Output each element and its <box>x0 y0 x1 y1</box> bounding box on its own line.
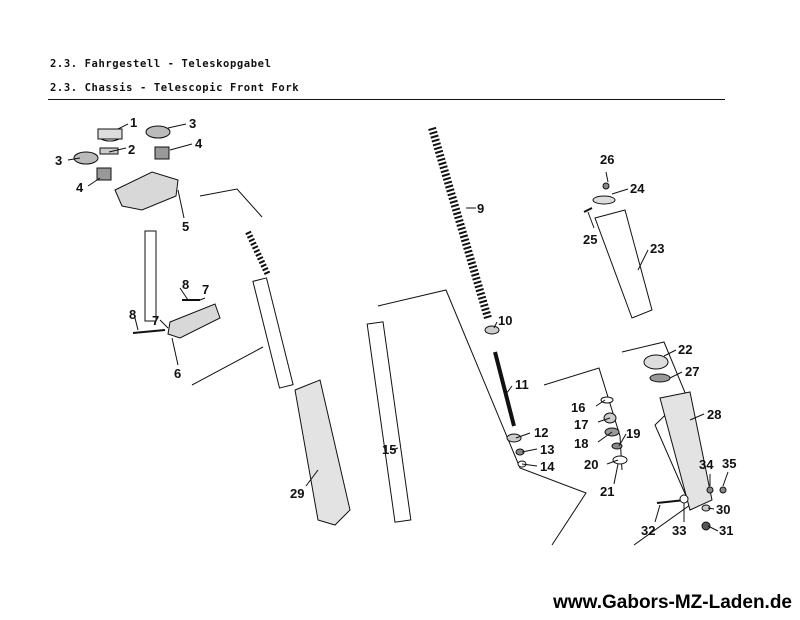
label-part-20: 20 <box>584 457 598 472</box>
part-leg-28 <box>659 391 713 511</box>
part-tube-15 <box>366 321 412 523</box>
label-part-11: 11 <box>515 377 529 392</box>
label-part-8-left: 8 <box>129 307 136 322</box>
label-part-18: 18 <box>574 436 588 451</box>
part-nut-4-left <box>96 167 112 181</box>
label-part-5: 5 <box>182 219 189 234</box>
gaiter-assembly <box>583 182 727 531</box>
page-title-german: 2.3. Fahrgestell - Teleskopgabel <box>50 58 272 70</box>
label-part-3-left: 3 <box>55 153 62 168</box>
part-labels: 1 2 3 3 4 4 5 6 7 7 8 8 9 10 11 12 13 14… <box>55 115 736 538</box>
damper-assembly <box>366 126 527 523</box>
label-part-14: 14 <box>540 459 555 474</box>
label-part-7-upper: 7 <box>202 282 209 297</box>
label-part-32: 32 <box>641 523 655 538</box>
label-part-1: 1 <box>130 115 137 130</box>
part-plate-3-left <box>73 151 99 165</box>
part-20 <box>612 455 628 465</box>
label-part-4-left: 4 <box>76 180 84 195</box>
part-27 <box>649 373 671 383</box>
part-26 <box>602 182 610 190</box>
label-part-23: 23 <box>650 241 664 256</box>
leader-lines <box>67 123 729 532</box>
page-title-english: 2.3. Chassis - Telescopic Front Fork <box>50 82 300 94</box>
label-part-2: 2 <box>128 142 135 157</box>
part-plate-3-right <box>145 125 171 139</box>
header-divider <box>48 99 725 100</box>
part-rod-11 <box>493 351 516 427</box>
website-watermark: www.Gabors-MZ-Laden.de <box>553 592 792 613</box>
part-lower-clamp-6 <box>167 303 221 339</box>
label-part-13: 13 <box>540 442 554 457</box>
label-part-26: 26 <box>600 152 614 167</box>
label-part-12: 12 <box>534 425 548 440</box>
part-22 <box>643 354 669 370</box>
label-part-22: 22 <box>678 342 692 357</box>
part-stanchion <box>252 277 294 389</box>
part-nut-4-right <box>154 146 170 160</box>
part-spring-upper <box>245 230 271 277</box>
label-part-6: 6 <box>174 366 181 381</box>
part-33 <box>679 494 689 504</box>
fork-leg-29 <box>245 230 351 526</box>
label-part-17: 17 <box>574 417 588 432</box>
label-part-10: 10 <box>498 313 512 328</box>
part-35 <box>719 486 727 494</box>
label-part-27: 27 <box>685 364 699 379</box>
part-spring-9 <box>428 126 492 320</box>
part-bolt-8 <box>132 329 166 334</box>
part-31 <box>701 521 711 531</box>
part-cap-1-body <box>97 128 123 140</box>
label-part-33: 33 <box>672 523 686 538</box>
upper-clamp-assembly <box>73 125 221 339</box>
label-part-30: 30 <box>716 502 730 517</box>
label-part-8-upper: 8 <box>182 277 189 292</box>
label-part-24: 24 <box>630 181 645 196</box>
group-outline-spring <box>377 289 587 546</box>
label-part-21: 21 <box>600 484 614 499</box>
part-12 <box>506 433 522 443</box>
part-crown-5 <box>114 171 179 211</box>
label-part-28: 28 <box>707 407 721 422</box>
label-part-7-lower: 7 <box>152 313 159 328</box>
group-outline-left-tube <box>199 188 263 218</box>
label-part-29: 29 <box>290 486 304 501</box>
label-part-4-right: 4 <box>195 136 203 151</box>
label-part-31: 31 <box>719 523 733 538</box>
label-part-34: 34 <box>699 457 714 472</box>
label-part-15: 15 <box>382 442 396 457</box>
label-part-16: 16 <box>571 400 585 415</box>
part-24 <box>592 195 616 205</box>
part-16 <box>600 396 614 404</box>
label-part-35: 35 <box>722 456 736 471</box>
part-34 <box>706 486 714 494</box>
part-25 <box>583 207 593 213</box>
label-part-3-right: 3 <box>189 116 196 131</box>
part-stem <box>144 230 157 322</box>
part-slider-29 <box>294 379 351 526</box>
label-part-25: 25 <box>583 232 597 247</box>
part-seal-10 <box>484 325 500 335</box>
group-outline-left-tube-bottom <box>191 346 264 386</box>
label-part-19: 19 <box>626 426 640 441</box>
part-washer-2 <box>99 147 119 155</box>
label-part-9: 9 <box>477 201 484 216</box>
part-boot-23 <box>594 209 653 319</box>
